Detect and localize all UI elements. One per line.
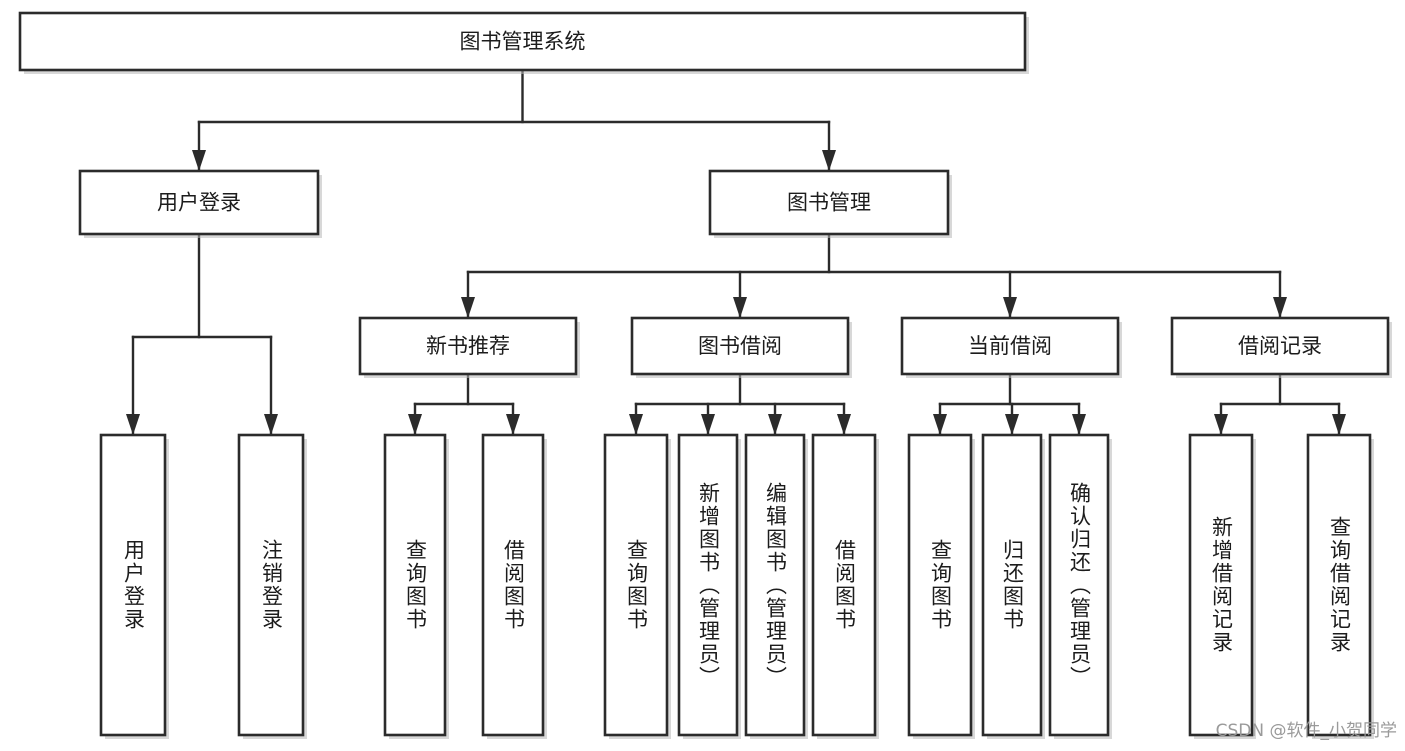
leaf-node-box-6[interactable] <box>744 433 806 737</box>
level2-to-level3-arrow-1 <box>733 297 747 318</box>
leafbranch-用户登录-arrow-0 <box>126 414 140 435</box>
root-node-label: 图书管理系统 <box>460 30 586 54</box>
connector-layer <box>126 68 1346 437</box>
root-to-level2-arrow-0 <box>192 150 206 171</box>
leafbranch-用户登录-arrow-1 <box>264 414 278 435</box>
leafbranch-新书推荐-arrow-1 <box>506 414 520 435</box>
level3-node-box-2[interactable] <box>900 316 1120 376</box>
leafbranch-当前借阅-arrow-2 <box>1072 414 1086 435</box>
level3-node-box-0[interactable] <box>358 316 578 376</box>
leafbranch-新书推荐-arrow-0 <box>408 414 422 435</box>
leaf-node-box-1[interactable] <box>237 433 305 737</box>
leafbranch-当前借阅-arrow-1 <box>1005 414 1019 435</box>
leaf-node-box-10[interactable] <box>1048 433 1110 737</box>
leaf-node-box-7[interactable] <box>811 433 877 737</box>
leafbranch-图书借阅-arrow-1 <box>701 414 715 435</box>
root-to-level2-arrow-1 <box>822 150 836 171</box>
leaf-node-box-5[interactable] <box>677 433 739 737</box>
watermark-text: CSDN @软件_小贺同学 <box>1215 721 1397 741</box>
level2-node-label-0: 用户登录 <box>157 191 241 215</box>
leaf-node-box-2[interactable] <box>383 433 447 737</box>
level3-node-box-3[interactable] <box>1170 316 1390 376</box>
level3-node-label-0: 新书推荐 <box>426 334 510 358</box>
level2-node-box-0[interactable] <box>78 169 320 236</box>
leafbranch-借阅记录-arrow-0 <box>1214 414 1228 435</box>
level2-node-box-1[interactable] <box>708 169 950 236</box>
leaf-node-box-0[interactable] <box>99 433 167 737</box>
leaf-node-box-8[interactable] <box>907 433 973 737</box>
leafbranch-图书借阅-arrow-2 <box>768 414 782 435</box>
level3-node-label-2: 当前借阅 <box>968 334 1052 358</box>
leafbranch-图书借阅-arrow-0 <box>629 414 643 435</box>
root-node-box[interactable] <box>18 11 1027 72</box>
level2-to-level3-arrow-3 <box>1273 297 1287 318</box>
leaf-node-box-12[interactable] <box>1306 433 1372 737</box>
node-box-layer <box>18 11 1392 739</box>
leaf-node-box-4[interactable] <box>603 433 669 737</box>
leaf-node-box-11[interactable] <box>1188 433 1254 737</box>
leaf-node-box-9[interactable] <box>981 433 1043 737</box>
level3-node-label-1: 图书借阅 <box>698 334 782 358</box>
leafbranch-当前借阅-arrow-0 <box>933 414 947 435</box>
level2-to-level3-arrow-2 <box>1003 297 1017 318</box>
level3-node-box-1[interactable] <box>630 316 850 376</box>
level2-to-level3-arrow-0 <box>461 297 475 318</box>
level2-node-label-1: 图书管理 <box>787 191 871 215</box>
level3-node-label-3: 借阅记录 <box>1238 334 1322 358</box>
leafbranch-借阅记录-arrow-1 <box>1332 414 1346 435</box>
leafbranch-图书借阅-arrow-3 <box>837 414 851 435</box>
leaf-node-box-3[interactable] <box>481 433 545 737</box>
